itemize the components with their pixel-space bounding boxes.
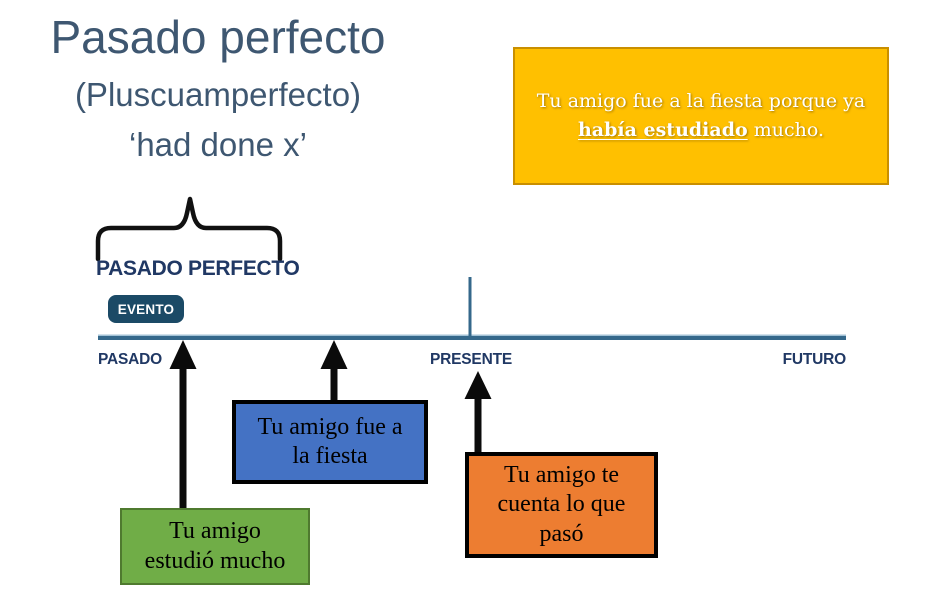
example-line1: Tu amigo fue a la fiesta porque ya bbox=[536, 89, 866, 112]
event-line: Tu amigo te bbox=[503, 462, 620, 489]
up-arrow-blue-event bbox=[320, 340, 348, 400]
timeline-label-futuro: FUTURO bbox=[782, 351, 847, 368]
timeline-label-presente: PRESENTE bbox=[430, 351, 512, 368]
event-line: Tu amigo fue a bbox=[257, 413, 403, 440]
title-block: Pasado perfecto (Pluscuamperfecto) ‘had … bbox=[8, 4, 428, 170]
brace-icon bbox=[95, 196, 283, 262]
event-box-green: Tu amigo estudió mucho bbox=[120, 508, 310, 585]
page-title: Pasado perfecto bbox=[50, 11, 386, 63]
up-arrow-orange-event bbox=[464, 371, 492, 452]
evento-badge: EVENTO bbox=[108, 295, 184, 323]
pasado-perfecto-label: PASADO PERFECTO bbox=[96, 257, 300, 280]
event-line: pasó bbox=[539, 520, 584, 547]
up-arrow-green-event bbox=[169, 340, 197, 508]
example-line2-suffix: mucho. bbox=[747, 119, 824, 141]
highlighted-verb: había estudiado bbox=[577, 119, 748, 141]
event-line: estudió mucho bbox=[144, 547, 286, 574]
event-box-blue: Tu amigo fue a la fiesta bbox=[232, 400, 428, 484]
event-line: Tu amigo bbox=[169, 518, 261, 545]
example-sentence-box: Tu amigo fue a la fiesta porque ya había… bbox=[513, 47, 889, 185]
event-line: cuenta lo que bbox=[497, 491, 626, 518]
event-box-orange: Tu amigo te cuenta lo que pasó bbox=[465, 452, 658, 558]
page-subtitle: (Pluscuamperfecto) bbox=[74, 76, 362, 113]
example-line2: había estudiado mucho. bbox=[537, 116, 865, 145]
page-translation: ‘had done x’ bbox=[129, 126, 307, 163]
example-sentence-text: Tu amigo fue a la fiesta porque ya había… bbox=[527, 87, 875, 146]
event-line: la fiesta bbox=[292, 443, 368, 469]
timeline-label-pasado: PASADO bbox=[98, 351, 162, 368]
